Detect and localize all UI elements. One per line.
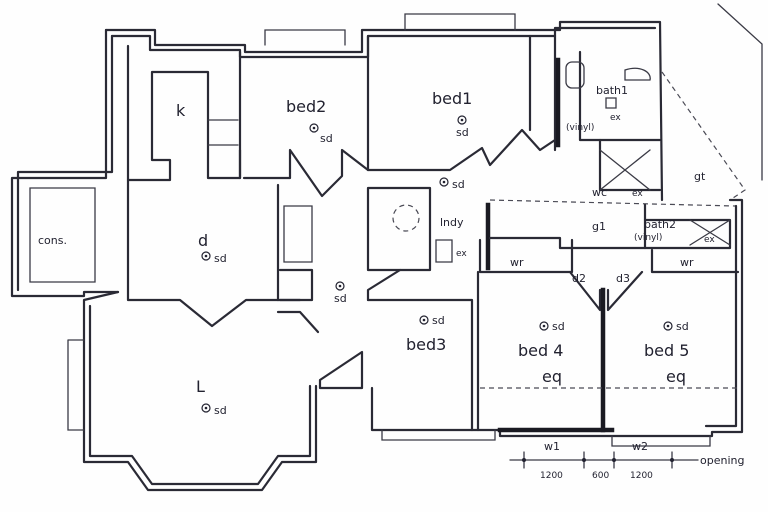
- label-d3: d3: [616, 272, 630, 285]
- room-labels: k bed2 bed1 bath1 (vinyl) ex cons. d L l…: [38, 84, 715, 396]
- sd-label-bed1: sd: [456, 126, 469, 139]
- label-living: L: [196, 377, 205, 396]
- label-laundry: lndy: [440, 216, 464, 229]
- dim-opening: opening: [700, 454, 744, 467]
- label-wr1: wr: [510, 256, 524, 269]
- label-g1: g1: [592, 220, 606, 233]
- sd-label-bed3: sd: [432, 314, 445, 327]
- label-cons: cons.: [38, 234, 67, 247]
- label-wr2: wr: [680, 256, 694, 269]
- sd-bed5: [663, 321, 673, 331]
- dim-w1: w1: [544, 440, 560, 453]
- label-bed1: bed1: [432, 89, 472, 108]
- sd-label-hall-top: sd: [452, 178, 465, 191]
- label-ex2: ex: [704, 235, 715, 245]
- sd-label-bed4: sd: [552, 320, 565, 333]
- sd-label-living: sd: [214, 404, 227, 417]
- label-bed3: bed3: [406, 335, 446, 354]
- label-vinyl1: (vinyl): [566, 123, 594, 133]
- label-bed4: bed 4: [518, 341, 563, 360]
- label-bed5: bed 5: [644, 341, 689, 360]
- sd-hall: [335, 281, 345, 291]
- sd-label-bed2: sd: [320, 132, 333, 145]
- sd-bed1: [457, 115, 467, 125]
- label-vinyl2: (vinyl): [634, 233, 662, 243]
- sd-dining: [201, 251, 211, 261]
- label-bath2: bath2: [644, 218, 676, 231]
- dim-w2: w2: [632, 440, 648, 453]
- sd-label-bed5: sd: [676, 320, 689, 333]
- dimension-line: w1 w2 1200 600 1200 opening: [509, 440, 744, 481]
- dim-gap-length: 600: [592, 471, 609, 481]
- smoke-detectors: [201, 115, 673, 413]
- sd-hall-top: [439, 177, 449, 187]
- label-bed2: bed2: [286, 97, 326, 116]
- sd-labels: sd sd sd sd sd sd sd sd sd: [214, 126, 689, 417]
- dim-w1-length: 1200: [540, 471, 563, 481]
- outer-walls: [10, 3, 763, 492]
- label-dining: d: [198, 231, 208, 250]
- sd-bed4: [539, 321, 549, 331]
- label-eq5: eq: [666, 367, 686, 386]
- label-ex-laundry: ex: [456, 249, 467, 259]
- label-eq4: eq: [542, 367, 562, 386]
- label-ex-wc: ex: [632, 189, 643, 199]
- label-wc: wc: [592, 186, 607, 199]
- sd-bed2: [309, 123, 319, 133]
- label-bath1: bath1: [596, 84, 628, 97]
- sd-living: [201, 403, 211, 413]
- label-gt: gt: [694, 170, 706, 183]
- internal-walls: [29, 34, 740, 433]
- label-d2: d2: [572, 272, 586, 285]
- sd-bed3: [419, 315, 429, 325]
- sd-label-dining: sd: [214, 252, 227, 265]
- sd-label-hall: sd: [334, 292, 347, 305]
- dim-w2-length: 1200: [630, 471, 653, 481]
- label-ex1: ex: [610, 113, 621, 123]
- label-kitchen: k: [176, 101, 186, 120]
